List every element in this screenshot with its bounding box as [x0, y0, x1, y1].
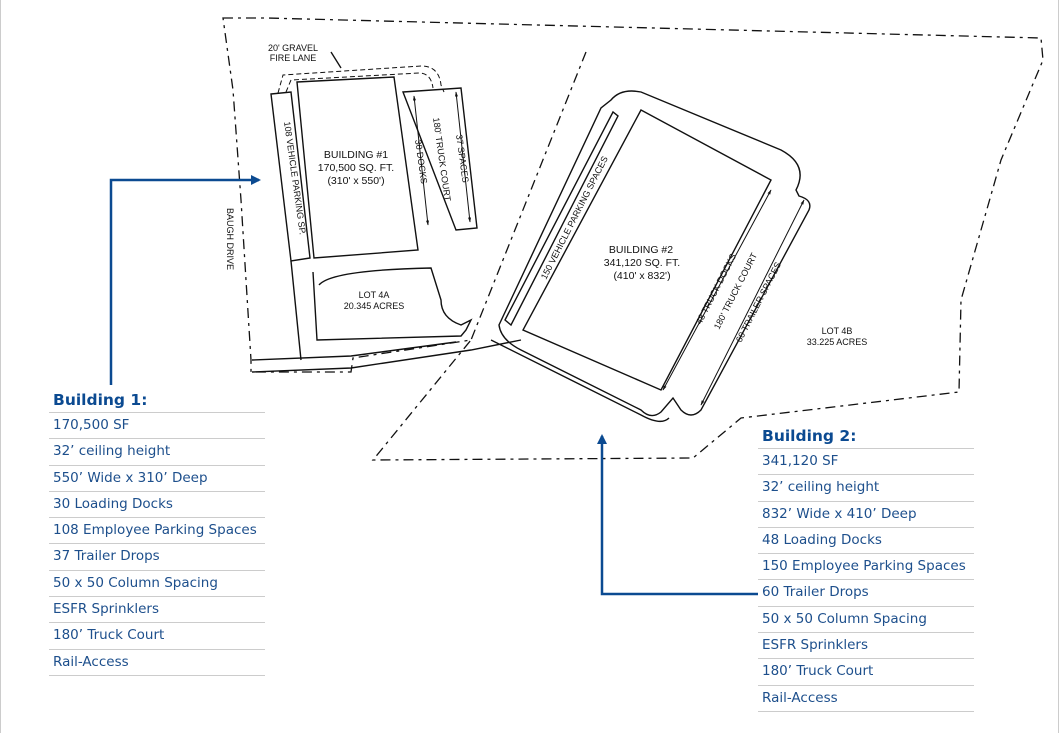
- lot-division-line: [470, 51, 587, 341]
- spec-row: 32’ ceiling height: [49, 439, 265, 466]
- building-1-specs: Building 1: 170,500 SF 32’ ceiling heigh…: [49, 388, 265, 676]
- building-2-drive: [498, 90, 811, 417]
- spec-row: 550’ Wide x 310’ Deep: [49, 466, 265, 492]
- building-2-name: BUILDING #2: [609, 244, 673, 256]
- spec-row: 170,500 SF: [49, 413, 265, 440]
- spec-row: 32’ ceiling height: [758, 475, 974, 502]
- lot-4a-area: 20.345 ACRES: [344, 301, 405, 311]
- building-1-spaces-label: 37 SPACES: [454, 134, 471, 183]
- building-2-dims: (410' x 832'): [613, 270, 670, 282]
- lot-4b-area: 33.225 ACRES: [807, 337, 868, 347]
- spec-row: 832’ Wide x 410’ Deep: [758, 502, 974, 528]
- building-1-specs-title: Building 1:: [49, 388, 265, 413]
- fire-lane-label: FIRE LANE: [270, 53, 317, 63]
- spec-row: 150 Employee Parking Spaces: [758, 554, 974, 581]
- spec-row: 108 Employee Parking Spaces: [49, 518, 265, 545]
- spec-row: 60 Trailer Drops: [758, 580, 974, 607]
- spec-row: 50 x 50 Column Spacing: [49, 571, 265, 598]
- spec-row: 48 Loading Docks: [758, 528, 974, 555]
- fire-lane: [277, 65, 445, 94]
- building-1-truck-court: [402, 87, 478, 231]
- building-2-specs: Building 2: 341,120 SF 32’ ceiling heigh…: [758, 424, 974, 712]
- building-1-callout-arrow: [109, 175, 261, 385]
- building-1-area: 170,500 SQ. FT.: [318, 162, 394, 174]
- property-boundary: [222, 17, 1044, 461]
- building-1-name: BUILDING #1: [324, 149, 388, 161]
- building-2: [522, 109, 772, 391]
- building-2-callout-arrow: [597, 434, 758, 596]
- spec-row: ESFR Sprinklers: [758, 633, 974, 660]
- spec-row: 30 Loading Docks: [49, 492, 265, 519]
- spec-row: 341,120 SF: [758, 449, 974, 476]
- spec-row: 50 x 50 Column Spacing: [758, 607, 974, 634]
- building-2-area: 341,120 SQ. FT.: [604, 257, 680, 269]
- building-1: [296, 76, 419, 259]
- building-2-specs-title: Building 2:: [758, 424, 974, 449]
- lot-4b-name: LOT 4B: [822, 326, 853, 336]
- spec-row: Rail-Access: [49, 650, 265, 676]
- spec-row: ESFR Sprinklers: [49, 597, 265, 624]
- lot-4a-name: LOT 4A: [359, 290, 390, 300]
- building-1-docks-label: 30 DOCKS: [413, 139, 429, 184]
- building-1-dims: (310' x 550'): [327, 175, 384, 187]
- building-1-truck-court-label: 180' TRUCK COURT: [431, 117, 453, 202]
- building-1-parking: [270, 91, 311, 262]
- spec-row: 37 Trailer Drops: [49, 544, 265, 571]
- spec-row: 180’ Truck Court: [758, 659, 974, 686]
- road-label: BAUGH DRIVE: [225, 208, 235, 270]
- fire-lane-label: 20' GRAVEL: [268, 43, 318, 53]
- spec-row: 180’ Truck Court: [49, 623, 265, 650]
- spec-row: Rail-Access: [758, 686, 974, 712]
